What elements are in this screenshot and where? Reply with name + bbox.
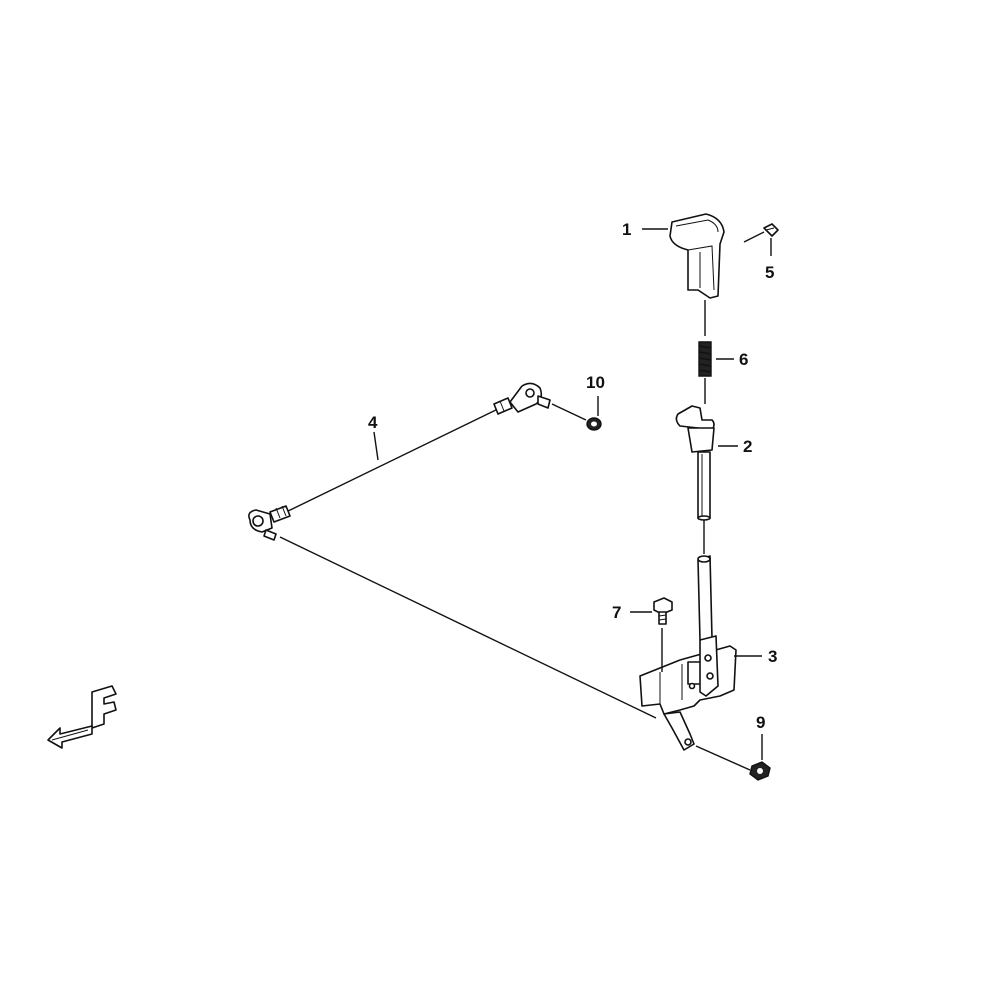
callout-9: 9: [756, 713, 765, 732]
leader-5: [743, 231, 765, 243]
callout-3: 3: [768, 647, 777, 666]
part-4-link-rod: [248, 382, 551, 541]
part-5-screw: [763, 223, 779, 237]
part-10-washer: [586, 417, 602, 431]
part-9-nut: [749, 761, 771, 781]
part-6-spring: [698, 341, 712, 377]
centerline-nut: [695, 745, 751, 771]
centerline-rod-washer: [551, 403, 587, 421]
callout-7: 7: [612, 603, 621, 622]
callout-2: 2: [743, 437, 752, 456]
callout-4: 4: [368, 413, 378, 432]
callout-5: 5: [765, 263, 774, 282]
leader-4: [373, 431, 379, 461]
callout-1: 1: [622, 220, 631, 239]
front-direction-arrow-icon: [47, 685, 117, 749]
part-1-knob: [669, 213, 725, 299]
part-2-shaft: [675, 405, 715, 521]
part-7-bolt: [653, 597, 673, 625]
centerline-rod-bracket: [279, 536, 657, 719]
part-3-bracket: [639, 555, 737, 751]
callout-6: 6: [739, 350, 748, 369]
callout-10: 10: [586, 373, 605, 392]
